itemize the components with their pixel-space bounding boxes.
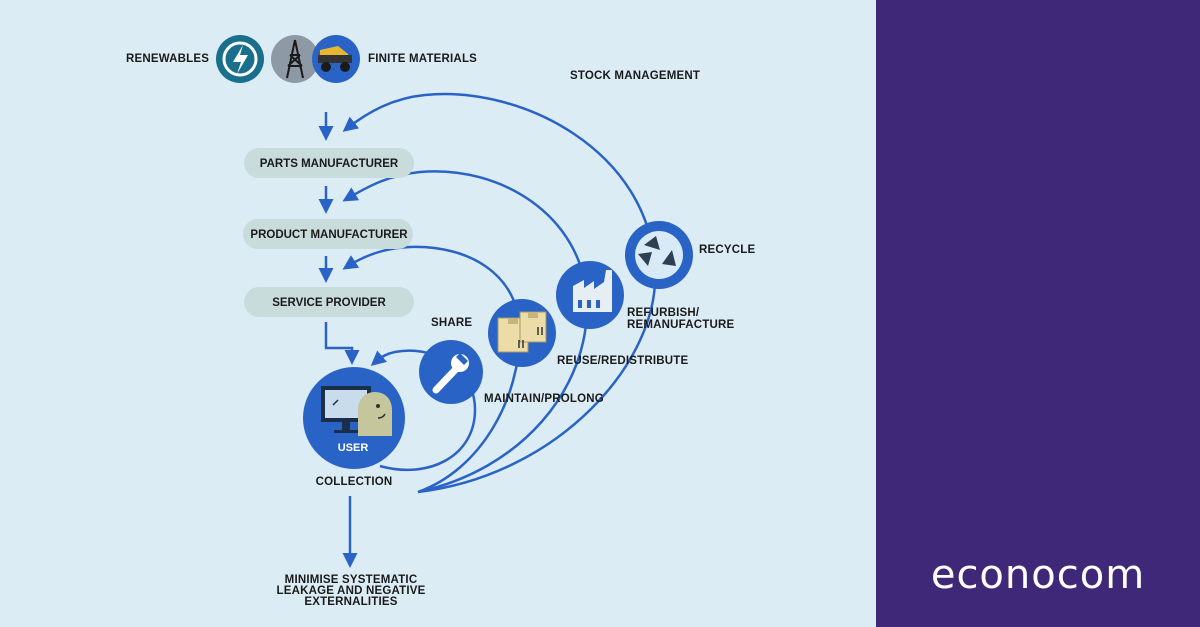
recycle-icon: [625, 221, 693, 289]
service-provider-pill: [244, 287, 414, 317]
parts-manufacturer-label: PARTS MANUFACTURER: [260, 158, 399, 170]
finite-materials-label: FINITE MATERIALS: [368, 53, 477, 65]
refurbish-label: REFURBISH/: [627, 307, 700, 319]
reuse-arc: [342, 245, 522, 494]
computer-user-icon: [303, 367, 405, 469]
renewable-energy-icon: [216, 35, 264, 83]
share-label: SHARE: [431, 317, 472, 329]
recycle-label: RECYCLE: [699, 244, 755, 256]
leakage-line1: MINIMISE SYSTEMATIC: [285, 574, 418, 586]
parts-manufacturer-pill: [244, 148, 414, 178]
stock-management-arc: [342, 92, 657, 494]
user-label: USER: [338, 442, 369, 454]
boxes-icon: [488, 299, 556, 367]
service-provider-label: SERVICE PROVIDER: [272, 297, 386, 309]
wrench-icon: [419, 340, 483, 404]
reuse-redistribute-label: REUSE/REDISTRIBUTE: [557, 355, 689, 367]
circular-economy-diagram: RENEWABLES FINITE MATERIALS STOCK MANAGE…: [126, 35, 755, 608]
leakage-line2: LEAKAGE AND NEGATIVE: [276, 585, 425, 597]
maintain-prolong-label: MAINTAIN/PROLONG: [484, 393, 604, 405]
factory-icon: [556, 261, 624, 329]
renewables-label: RENEWABLES: [126, 53, 209, 65]
brand-panel: econocom: [876, 0, 1200, 627]
oil-derrick-icon: [271, 35, 319, 83]
product-manufacturer-pill: [243, 219, 413, 249]
remanufacture-label: REMANUFACTURE: [627, 319, 735, 331]
collection-label: COLLECTION: [316, 476, 393, 488]
mining-truck-icon: [312, 35, 360, 83]
stock-management-label: STOCK MANAGEMENT: [570, 70, 700, 82]
econocom-logo: econocom: [930, 552, 1146, 598]
leakage-line3: EXTERNALITIES: [304, 596, 397, 608]
product-manufacturer-label: PRODUCT MANUFACTURER: [250, 229, 408, 241]
arrow-into-user: [324, 322, 360, 365]
